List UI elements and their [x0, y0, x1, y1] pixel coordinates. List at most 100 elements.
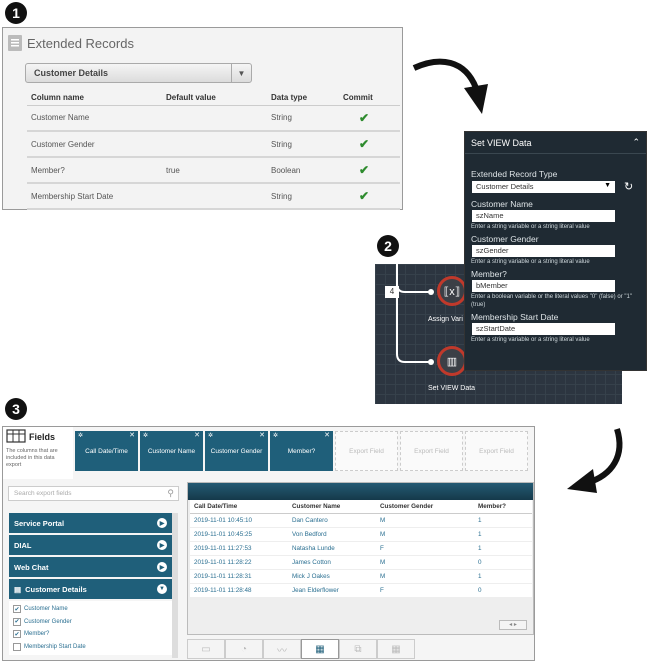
export-field-tile[interactable]: ✲✕ Call Date/Time — [75, 431, 138, 471]
customer-gender-input[interactable]: szGender — [472, 245, 615, 257]
pager-buttons[interactable]: ◂ ▸ — [499, 620, 527, 630]
close-icon[interactable]: ✕ — [129, 432, 135, 439]
cell: String — [267, 105, 339, 132]
column-header: Call Date/Time — [190, 500, 288, 514]
export-field-tile[interactable]: ✲✕ Member? — [270, 431, 333, 471]
step-2-badge: 2 — [377, 235, 399, 257]
cell: F — [376, 541, 474, 556]
category-label: Service Portal — [14, 518, 65, 528]
gear-icon[interactable]: ✲ — [143, 433, 149, 439]
assign-variable-node-icon[interactable]: ⟦x⟧ — [437, 276, 467, 306]
caret-down-icon: ▼ — [604, 181, 611, 189]
list-item[interactable]: Membership Start Date — [13, 641, 168, 654]
gear-icon[interactable]: ✲ — [78, 433, 84, 439]
category-label: DIAL — [14, 540, 32, 550]
category-label: Web Chat — [14, 562, 49, 572]
table-row[interactable]: Customer Gender String ✔ — [27, 131, 400, 158]
branch-number: 4 — [385, 286, 399, 298]
checkbox[interactable] — [13, 642, 21, 651]
tile-label: Customer Name — [147, 447, 196, 455]
table-row[interactable]: Membership Start Date String ✔ — [27, 183, 400, 210]
empty-export-slot[interactable]: Export Field — [335, 431, 398, 471]
column-header: Default value — [162, 91, 267, 106]
table-row[interactable]: Member? true Boolean ✔ — [27, 157, 400, 184]
cell: 1 — [474, 569, 532, 584]
checkmark-icon: ✔ — [339, 157, 400, 184]
play-icon: ▶ — [157, 518, 167, 528]
category-customer-details[interactable]: ▤ Customer Details ▼ — [9, 579, 172, 599]
category-list: Service Portal ▶ DIAL ▶ Web Chat ▶ ▤ Cus… — [9, 513, 172, 655]
checkbox[interactable]: ✔ — [13, 617, 21, 626]
panel-title: Set VIEW Data — [471, 137, 532, 148]
close-icon[interactable]: ✕ — [259, 432, 265, 439]
field-label: Member? — [471, 269, 507, 279]
gear-icon[interactable]: ✲ — [208, 433, 214, 439]
chevron-up-icon[interactable]: ⌃ — [632, 137, 640, 147]
play-icon: ▶ — [157, 540, 167, 550]
record-type-dropdown[interactable]: Customer Details ▼ — [25, 63, 252, 83]
cell: 2019-11-01 11:28:22 — [190, 555, 288, 570]
cell — [162, 131, 267, 158]
node-label: Assign Vari — [428, 316, 463, 323]
columns-table: Column name Default value Data type Comm… — [27, 91, 400, 210]
list-item[interactable]: ✔Member? — [13, 628, 168, 641]
pie-chart-view-icon[interactable]: ◔ — [225, 639, 263, 659]
close-icon[interactable]: ✕ — [324, 432, 330, 439]
item-label: Member? — [24, 631, 50, 638]
chevron-down-icon[interactable]: ▼ — [231, 64, 251, 82]
list-item[interactable]: ✔Customer Gender — [13, 616, 168, 629]
empty-export-slot[interactable]: Export Field — [400, 431, 463, 471]
panel-header: Extended Records — [7, 32, 134, 54]
close-icon[interactable]: ✕ — [194, 432, 200, 439]
preview-table: Call Date/Time Customer Name Customer Ge… — [190, 500, 532, 598]
set-view-data-node-icon[interactable]: ▥ — [437, 346, 467, 376]
panel-titlebar: Set VIEW Data ⌃ — [465, 132, 646, 154]
list-item[interactable]: ✔Customer Name — [13, 603, 168, 616]
fields-export-panel: Fields The columns that are included in … — [2, 426, 535, 661]
refresh-icon[interactable]: ↻ — [624, 181, 634, 193]
search-input[interactable]: Search export fields ⚲ — [8, 486, 179, 501]
gear-icon[interactable]: ✲ — [273, 433, 279, 439]
pivot-view-icon[interactable]: ⧉ — [339, 639, 377, 659]
item-label: Membership Start Date — [24, 643, 86, 650]
table-row[interactable]: Customer Name String ✔ — [27, 105, 400, 132]
data-preview: Call Date/Time Customer Name Customer Ge… — [187, 482, 534, 635]
field-hint: Enter a string variable or a string lite… — [471, 224, 590, 230]
member-input[interactable]: bMember — [472, 280, 615, 292]
cell: true — [162, 157, 267, 184]
column-header: Column name — [27, 91, 162, 106]
checkmark-icon: ✔ — [339, 131, 400, 158]
customer-name-input[interactable]: szName — [472, 210, 615, 222]
field-label: Customer Name — [471, 199, 533, 209]
start-date-input[interactable]: szStartDate — [472, 323, 615, 335]
checkbox[interactable]: ✔ — [13, 630, 21, 639]
search-placeholder: Search export fields — [14, 490, 72, 497]
line-chart-view-icon[interactable]: 〰 — [263, 639, 301, 659]
cell: 2019-11-01 11:27:53 — [190, 541, 288, 556]
category-service-portal[interactable]: Service Portal ▶ — [9, 513, 172, 533]
column-header: Member? — [474, 500, 532, 514]
table-view-icon[interactable]: ▦ — [301, 639, 339, 659]
search-icon[interactable]: ⚲ — [167, 488, 174, 498]
checkbox[interactable]: ✔ — [13, 605, 21, 614]
record-type-select[interactable]: Customer Details ▼ — [472, 180, 615, 193]
node-label: Set VIEW Data — [428, 385, 476, 392]
export-field-tile[interactable]: ✲ ✕ Customer Name — [140, 431, 203, 471]
category-dial[interactable]: DIAL ▶ — [9, 535, 172, 555]
export-field-tile[interactable]: ✲✕ Customer Gender — [205, 431, 268, 471]
scrollbar[interactable] — [172, 513, 178, 658]
grid-view-icon[interactable]: ▦ — [377, 639, 415, 659]
column-header: Data type — [267, 91, 339, 106]
document-icon: ▤ — [14, 584, 22, 594]
field-hint: Enter a string variable or a string lite… — [471, 259, 590, 265]
dropdown-value: Customer Details — [34, 68, 109, 78]
empty-export-slot[interactable]: Export Field — [465, 431, 528, 471]
bar-chart-view-icon[interactable]: ▭ — [187, 639, 225, 659]
category-web-chat[interactable]: Web Chat ▶ — [9, 557, 172, 577]
